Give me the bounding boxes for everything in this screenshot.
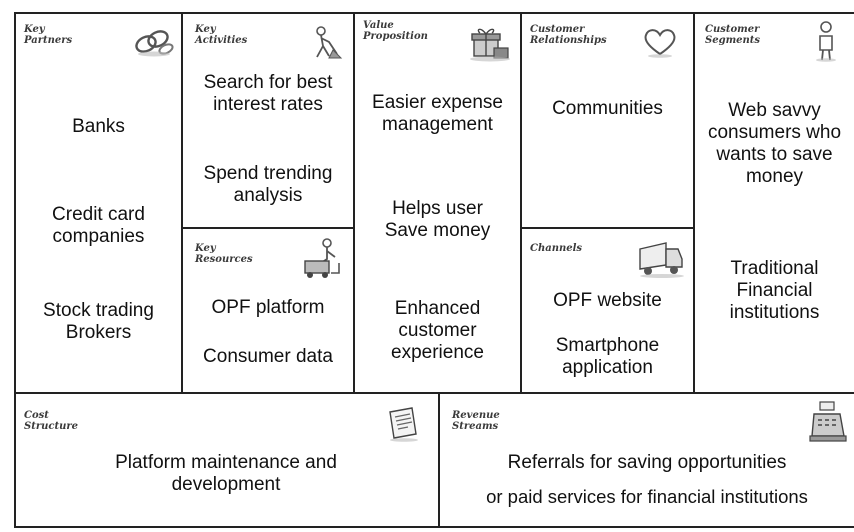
channel-item: OPF website [553,290,662,311]
receipt-icon [382,406,422,442]
revenue-streams-title: Revenue Streams [452,410,500,432]
key-activities-title: Key Activities [195,24,248,46]
cash-register-icon [808,400,848,444]
key-activities-section: Key Activities Search for best interest … [183,14,353,227]
key-resource-item: Consumer data [203,346,333,367]
customer-segment-item: Web savvy consumers who wants to save mo… [707,100,842,187]
key-activity-item: Spend trending analysis [203,163,333,206]
divider-value-relationships [520,12,522,392]
customer-relationships-title: Customer Relationships [530,24,607,46]
value-proposition-item: Easier expense management [372,92,503,135]
key-partners-title: Key Partners [24,24,73,46]
revenue-stream-item: Referrals for saving opportunities [507,452,787,473]
cost-structure-section: Cost Structure Platform maintenance and … [16,394,438,526]
divider-relationships-segments [693,12,695,392]
cost-structure-item: Platform maintenance and development [115,452,337,495]
chain-links-icon [132,24,176,58]
person-icon [811,20,841,62]
channels-title: Channels [530,243,583,254]
customer-segments-title: Customer Segments [705,24,761,46]
channel-item: Smartphone application [555,335,660,378]
truck-icon [636,239,686,279]
value-proposition-section: Value Proposition Easier expense managem… [355,14,520,392]
key-partners-section: Key Partners Banks Credit card companies… [16,14,181,392]
divider-activities-value [353,12,355,392]
divider-activities-resources [181,227,354,229]
channels-section: Channels OPF website Smartphone applicat… [522,229,693,392]
value-proposition-item: Enhanced customer experience [391,298,484,363]
value-proposition-item: Helps user Save money [384,198,491,241]
divider-top-bottom [14,392,854,394]
canvas-frame [14,12,854,528]
key-activity-item: Search for best interest rates [203,72,333,115]
value-proposition-title: Value Proposition [363,20,428,42]
divider-partners-activities [181,12,183,392]
key-partner-item: Credit card companies [52,204,145,247]
gift-box-icon [468,26,512,62]
key-resource-item: OPF platform [211,297,325,318]
revenue-streams-section: Revenue Streams Referrals for saving opp… [440,394,854,526]
heart-icon [642,26,678,58]
customer-segments-section: Customer Segments Web savvy consumers wh… [695,14,854,392]
divider-relationships-channels [520,227,695,229]
cost-structure-title: Cost Structure [24,410,78,432]
key-resources-title: Key Resources [195,243,253,265]
revenue-stream-item: or paid services for financial instituti… [486,486,808,507]
customer-relationship-item: Communities [552,98,663,119]
customer-segment-item: Traditional Financial institutions [729,258,820,323]
key-partner-item: Stock trading Brokers [43,300,154,343]
key-resources-section: Key Resources OPF platform Consumer data [183,229,353,392]
key-partner-item: Banks [72,116,125,137]
worker-icon [307,24,343,60]
divider-cost-revenue [438,392,440,528]
customer-relationships-section: Customer Relationships Communities [522,14,693,227]
forklift-worker-icon [299,237,343,279]
